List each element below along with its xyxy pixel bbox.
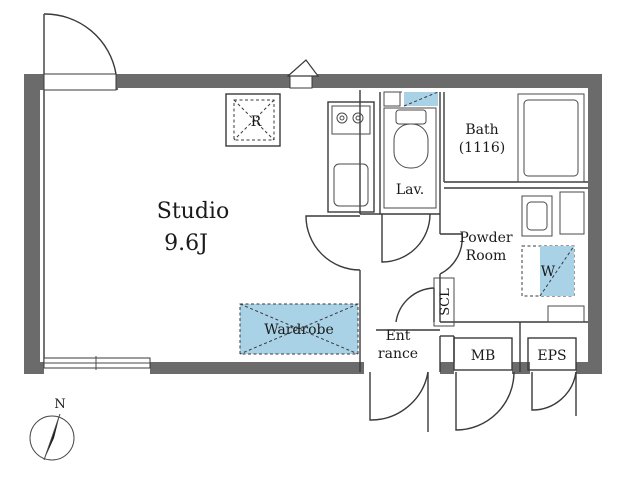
kitchen [327, 101, 375, 213]
lavatory [383, 91, 439, 209]
shoe-closet-label: SCL [438, 288, 453, 316]
powder-room-label-2: Room [466, 248, 507, 264]
refrigerator-label: R [251, 114, 262, 130]
studio-size-label: 9.6J [164, 231, 208, 256]
bathroom [517, 93, 585, 183]
vent [286, 59, 320, 77]
studio-label: Studio [157, 199, 229, 224]
powder-room-label-1: Powder [459, 230, 513, 246]
wardrobe-label: Wardrobe [264, 322, 334, 338]
entrance-label-2: rance [378, 346, 418, 362]
mailbox-label: MB [471, 348, 496, 364]
north-label: N [54, 397, 65, 412]
bath-size-label: (1116) [459, 140, 506, 156]
balcony-door [43, 13, 117, 91]
refrigerator-space [225, 93, 281, 147]
bath-label: Bath [465, 122, 498, 138]
windows [43, 75, 313, 370]
lavatory-label: Lav. [396, 182, 424, 198]
exterior-walls [24, 74, 602, 374]
washer-label: W [541, 264, 556, 280]
north-compass [29, 413, 75, 461]
eps-label: EPS [537, 348, 566, 364]
powder-room [521, 191, 585, 323]
wardrobe [239, 303, 359, 355]
entrance-label-1: Ent [386, 328, 411, 344]
service-boxes [453, 337, 577, 371]
doors [305, 213, 577, 432]
